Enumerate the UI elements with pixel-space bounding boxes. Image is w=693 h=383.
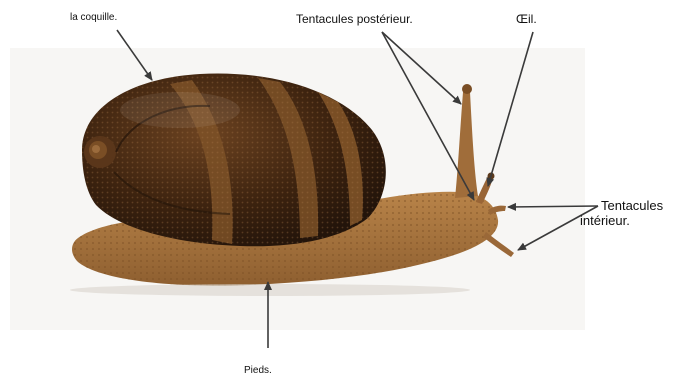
label-inner-tentacles: Tentacules intérieur. [601, 199, 663, 229]
inner-arrow-1 [508, 206, 598, 207]
label-shell: la coquille. [70, 12, 117, 24]
label-eye: Œil. [516, 13, 537, 27]
label-inner-tentacles-line2: intérieur. [580, 214, 663, 229]
label-posterior-tentacles: Tentacules postérieur. [296, 13, 413, 27]
label-inner-tentacles-line1: Tentacules [601, 199, 663, 214]
label-foot: Pieds. [244, 365, 272, 377]
